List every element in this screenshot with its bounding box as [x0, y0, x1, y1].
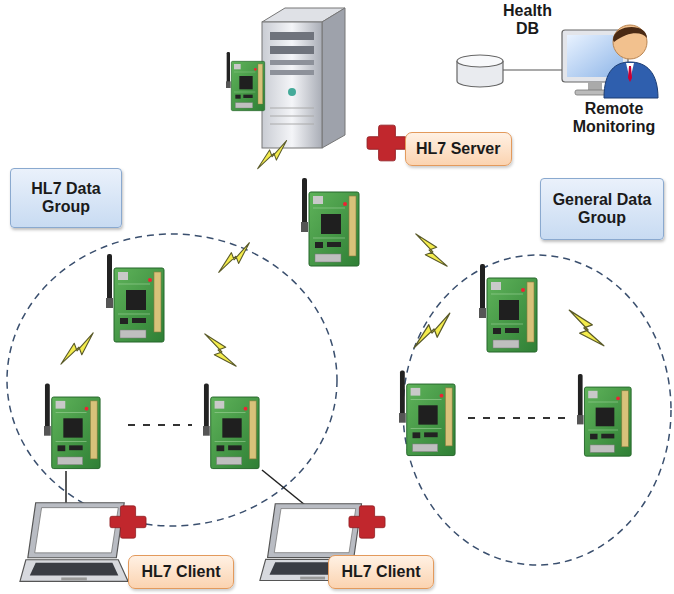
group-circle	[7, 234, 337, 526]
ellipsis-dashes	[468, 417, 566, 419]
caption-label: Remote Monitoring	[556, 100, 672, 137]
wireless-link	[258, 141, 287, 169]
group-label-box: General Data Group	[540, 178, 664, 240]
client-label-box: HL7 Client	[328, 555, 434, 589]
server-label-box: HL7 Server	[405, 132, 512, 166]
server-tower	[262, 8, 345, 148]
medical-cross	[367, 125, 407, 161]
laptop	[20, 503, 128, 582]
wireless-link	[219, 243, 250, 273]
wireless-link	[416, 234, 447, 266]
medical-cross	[110, 506, 146, 538]
cable	[65, 471, 67, 506]
db-cylinder	[455, 53, 505, 89]
sensor-board	[577, 374, 631, 456]
sensor-board	[203, 384, 259, 469]
database-node: Health DB	[455, 2, 570, 94]
node-text: Health DB	[492, 2, 564, 39]
node-text: HL7 Server	[416, 140, 501, 158]
node-text: HL7 Data Group	[19, 180, 113, 217]
node-text: General Data Group	[549, 191, 655, 228]
node-text: HL7 Client	[341, 563, 420, 581]
sensor-board	[479, 264, 537, 352]
db-link	[503, 69, 562, 70]
sensor-board	[106, 254, 164, 342]
sensor-board	[399, 371, 455, 456]
cable	[262, 470, 305, 505]
sensor-board	[44, 384, 100, 469]
node-text: HL7 Client	[141, 563, 220, 581]
sensor-board	[301, 178, 359, 266]
wireless-link	[205, 334, 236, 366]
medical-cross	[349, 506, 385, 538]
ellipsis-dashes	[128, 424, 192, 426]
remote-operator	[562, 25, 658, 98]
sensor-board	[226, 52, 265, 111]
wireless-link	[61, 333, 93, 364]
client-label-box: HL7 Client	[128, 555, 234, 589]
wireless-link	[414, 313, 450, 348]
wireless-link	[569, 310, 604, 346]
group-label-box: HL7 Data Group	[10, 168, 122, 228]
